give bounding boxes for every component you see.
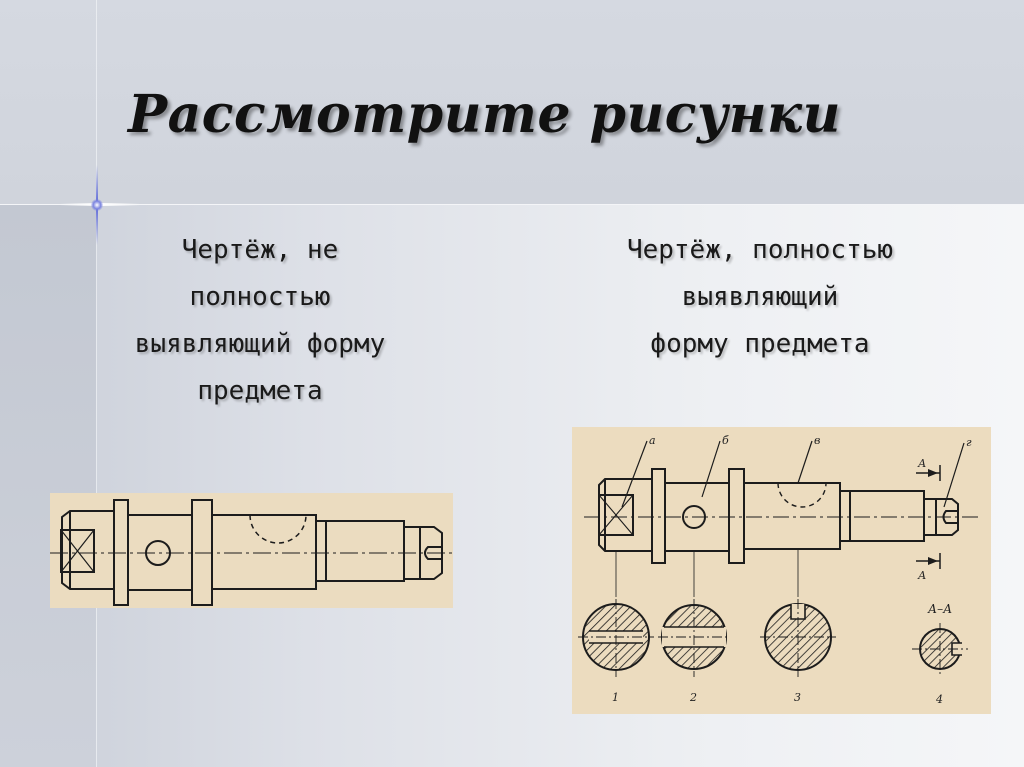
left-caption-line: предмета <box>197 376 323 406</box>
slide-title: Рассмотрите рисунки <box>128 84 841 145</box>
label-g: г <box>966 436 972 449</box>
left-caption-line: полностью <box>189 282 331 312</box>
right-caption-line: форму предмета <box>650 329 870 359</box>
sparkle-icon <box>91 199 103 211</box>
section-number-2: 2 <box>689 691 697 704</box>
left-caption-line: выявляющий форму <box>134 329 386 359</box>
vertical-divider-line <box>96 0 97 767</box>
left-band <box>0 204 97 767</box>
label-v: в <box>814 434 820 447</box>
label-a: а <box>649 434 656 447</box>
section-arrow-label-top: А <box>917 457 926 470</box>
divider-line <box>0 204 1024 205</box>
section-number-3: 3 <box>794 691 801 704</box>
left-caption-line: Чертёж, не <box>181 235 339 265</box>
section-number-4: 4 <box>935 693 943 706</box>
label-b: б <box>722 434 729 447</box>
shaft-drawing-complete: а б в г А А <box>572 427 991 714</box>
section-arrow-label-bottom: А <box>917 569 926 582</box>
section-number-1: 1 <box>612 691 619 704</box>
right-caption: Чертёж, полностью выявляющий форму предм… <box>555 227 965 368</box>
shaft-drawing-incomplete <box>50 493 453 608</box>
right-caption-line: Чертёж, полностью <box>626 235 894 265</box>
section-title: А–А <box>927 602 952 616</box>
shaft-drawing-svg <box>50 499 453 606</box>
header-band <box>0 0 1024 204</box>
shaft-drawing-sections-svg: а б в г А А <box>578 434 980 706</box>
right-caption-line: выявляющий <box>681 282 839 312</box>
left-caption: Чертёж, не полностью выявляющий форму пр… <box>40 227 480 415</box>
